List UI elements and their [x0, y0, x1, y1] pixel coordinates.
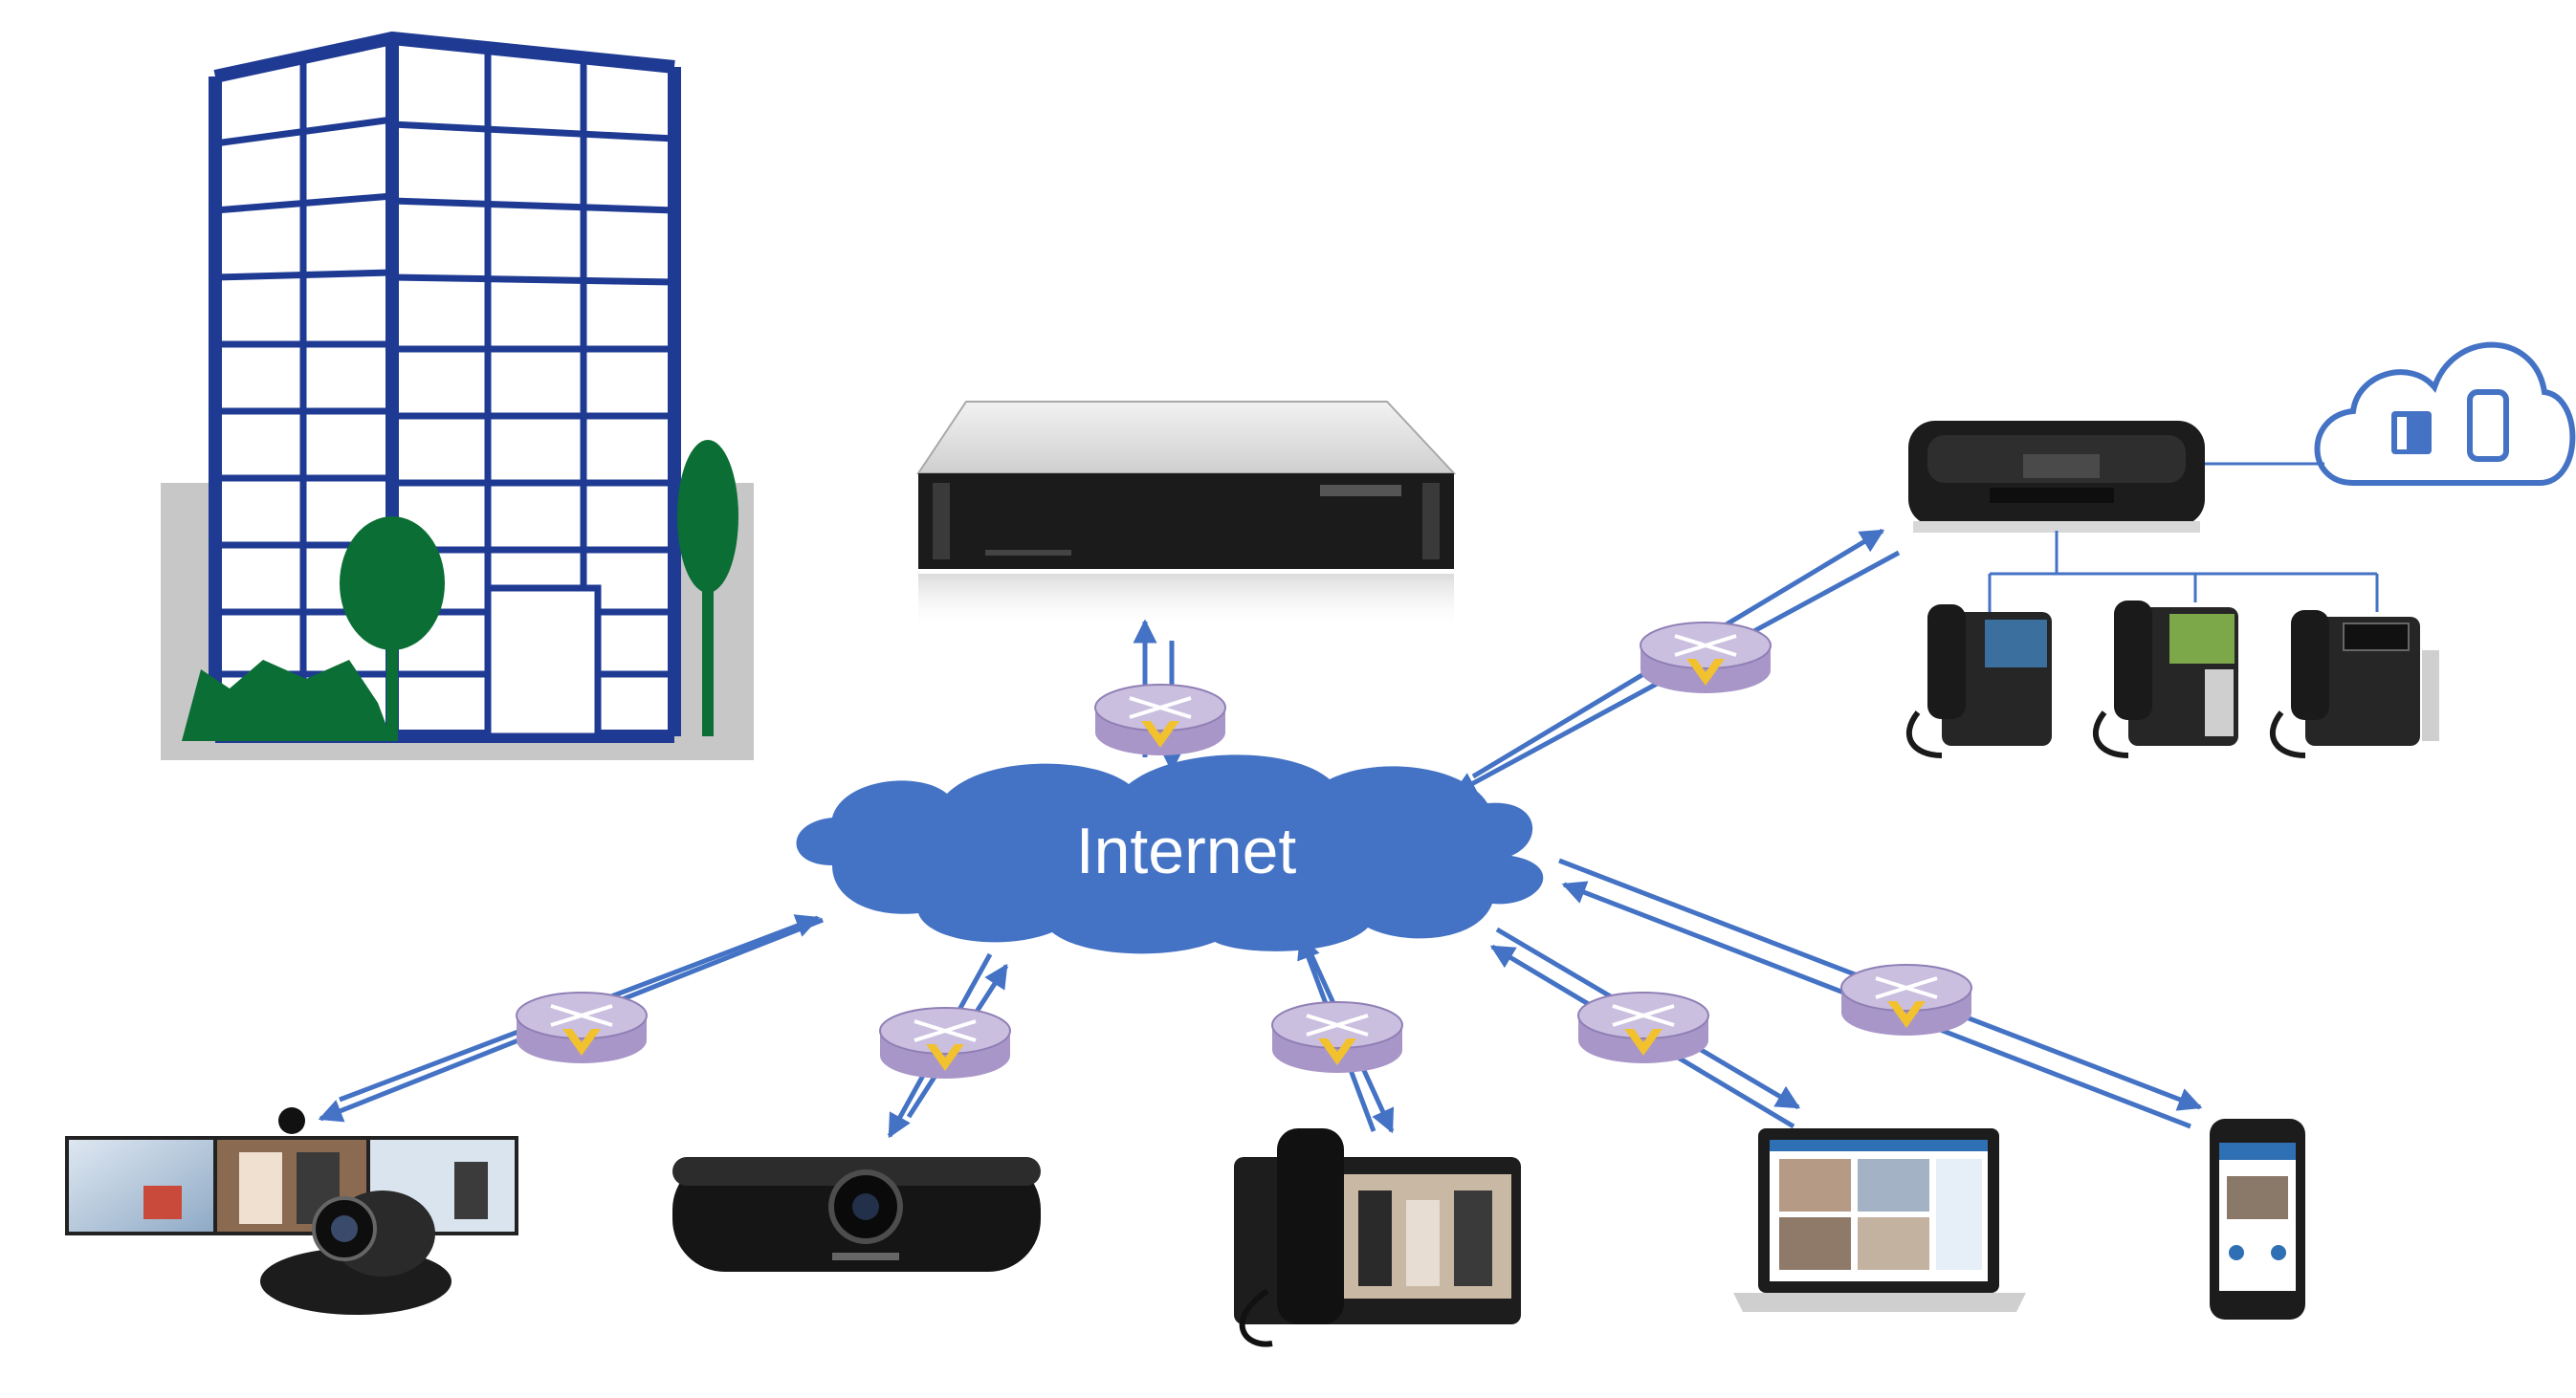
rack-server-icon: [916, 401, 1457, 631]
router-icon: [1840, 964, 1972, 1036]
smartphone-icon: [2210, 1119, 2305, 1320]
internet-cloud: [796, 754, 1544, 954]
pbx-phone-connectors: [1988, 462, 2379, 612]
ip-pbx-icon: [1908, 421, 2205, 533]
desk-phone-icon: [1905, 604, 2052, 758]
laptop-icon: [1733, 1128, 2026, 1312]
router-icon: [1094, 684, 1226, 755]
office-building-icon: [161, 31, 754, 760]
desk-phone-icon: [2092, 601, 2238, 758]
usb-conference-camera-icon: [672, 1157, 1041, 1272]
router-icon: [516, 992, 648, 1063]
desk-phone-icon: [2269, 610, 2439, 758]
video-conference-system-icon: [65, 1107, 518, 1315]
router-icon: [1577, 992, 1709, 1063]
cloud-phone-icon: [2314, 341, 2576, 486]
router-icon: [1640, 622, 1772, 693]
router-icon: [879, 1007, 1011, 1079]
router-icon: [1271, 1001, 1403, 1073]
router-group: [516, 622, 1972, 1079]
video-phone-icon: [1234, 1128, 1521, 1347]
